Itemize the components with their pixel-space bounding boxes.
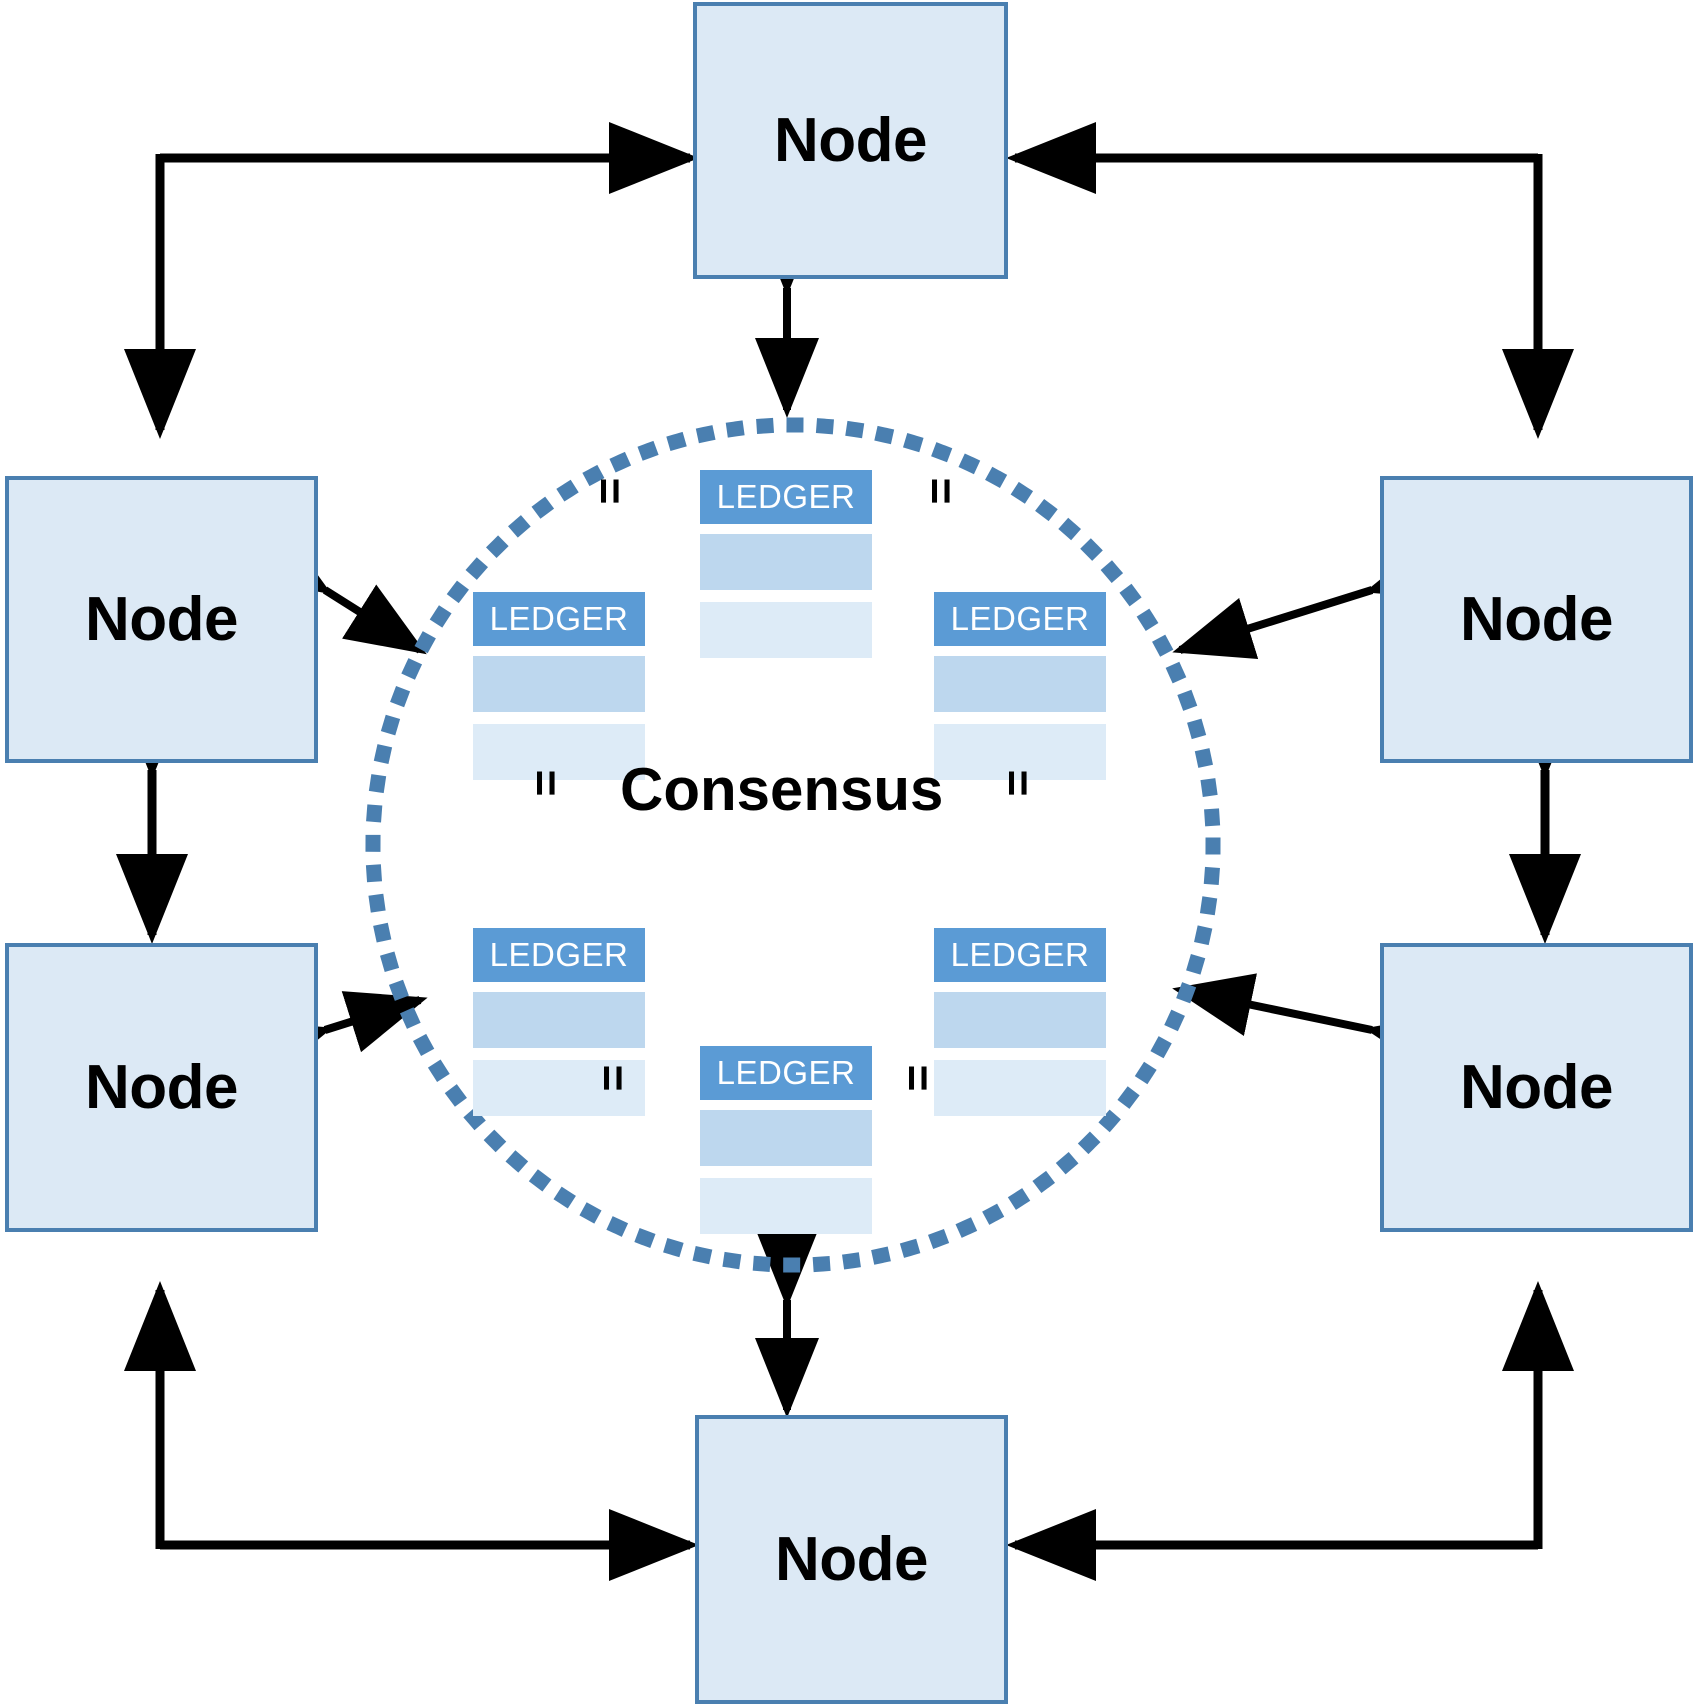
node-label: Node	[774, 105, 928, 175]
ledger-row-block	[473, 656, 645, 712]
ledger-row-block	[700, 1178, 872, 1234]
equals-mark-middle-left: =	[520, 769, 573, 797]
ledger-upper-right[interactable]: LEDGER	[934, 592, 1106, 780]
node-left-upper[interactable]: Node	[5, 476, 318, 763]
node-label: Node	[85, 584, 239, 654]
ledger-row-block	[473, 992, 645, 1048]
equals-mark-middle-right: =	[992, 769, 1045, 797]
edge-right-upper-to-top	[1006, 122, 1574, 439]
node-label: Node	[1460, 584, 1614, 654]
consensus-label: Consensus	[620, 756, 944, 823]
ledger-row-block	[934, 724, 1106, 780]
node-bottom[interactable]: Node	[695, 1415, 1008, 1704]
edge-left-lower-to-consensus	[246, 991, 428, 1083]
node-right-upper[interactable]: Node	[1380, 476, 1693, 763]
edge-right-lower-to-consensus	[1172, 973, 1450, 1077]
ledger-upper-left[interactable]: LEDGER	[473, 592, 645, 780]
ledger-header-label: LEDGER	[700, 1046, 872, 1100]
node-label: Node	[775, 1524, 929, 1594]
ledger-row-block	[473, 1060, 645, 1116]
equals-mark-lower-right: =	[892, 1064, 945, 1092]
equals-mark-upper-right: =	[915, 477, 968, 505]
ledger-lower-left[interactable]: LEDGER	[473, 928, 645, 1116]
ledger-row-block	[700, 534, 872, 590]
ledger-header-label: LEDGER	[934, 928, 1106, 982]
equals-mark-upper-left: =	[584, 477, 637, 505]
ledger-header-label: LEDGER	[934, 592, 1106, 646]
ledger-row-block	[934, 1060, 1106, 1116]
ledger-lower-right[interactable]: LEDGER	[934, 928, 1106, 1116]
edge-left-lower-to-bottom	[124, 1281, 699, 1581]
ledger-row-block	[473, 724, 645, 780]
node-label: Node	[1460, 1052, 1614, 1122]
node-right-lower[interactable]: Node	[1380, 943, 1693, 1232]
ledger-header-label: LEDGER	[473, 928, 645, 982]
ledger-top[interactable]: LEDGER	[700, 470, 872, 658]
edge-left-upper-to-consensus	[247, 524, 427, 655]
edge-right-upper-to-consensus	[1172, 537, 1451, 660]
node-top[interactable]: Node	[693, 2, 1008, 279]
ledger-header-label: LEDGER	[473, 592, 645, 646]
consensus-circle	[365, 417, 1221, 1273]
node-left-lower[interactable]: Node	[5, 943, 318, 1232]
ledger-bottom[interactable]: LEDGER	[700, 1046, 872, 1234]
node-label: Node	[85, 1052, 239, 1122]
ledger-row-block	[700, 1110, 872, 1166]
edge-right-lower-to-bottom	[1006, 1281, 1574, 1581]
ledger-row-block	[934, 992, 1106, 1048]
ledger-row-block	[934, 656, 1106, 712]
equals-mark-lower-left: =	[587, 1064, 640, 1092]
ledger-row-block	[700, 602, 872, 658]
ledger-header-label: LEDGER	[700, 470, 872, 524]
edge-left-upper-to-top	[124, 122, 699, 439]
